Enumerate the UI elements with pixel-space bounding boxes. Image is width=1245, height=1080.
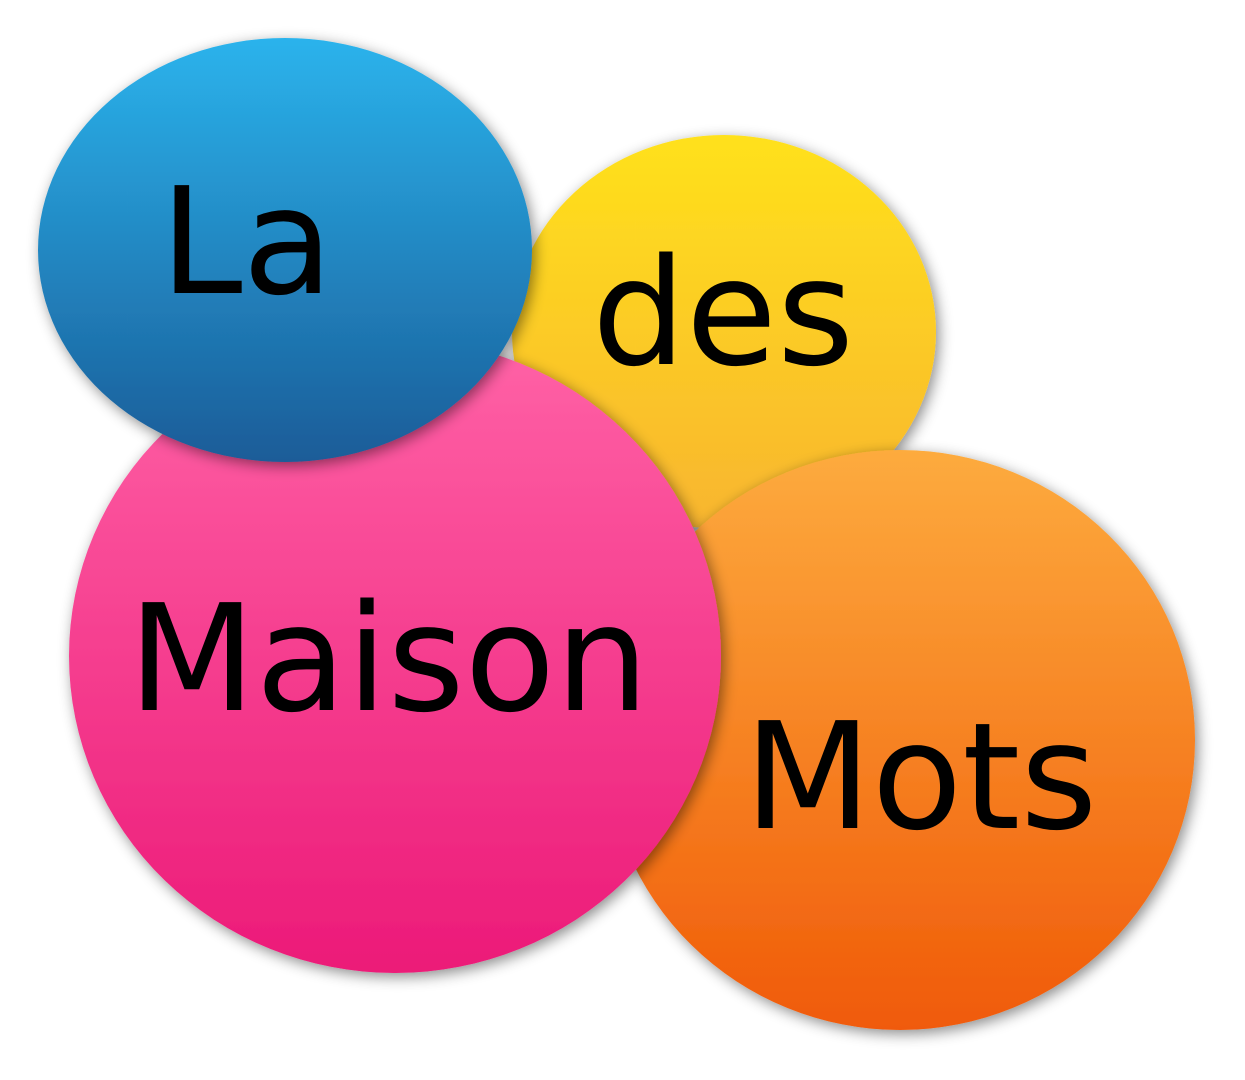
word-mots: Mots (744, 691, 1097, 863)
orange-bubble: Mots (605, 450, 1195, 1030)
pink-bubble: Maison (69, 339, 721, 973)
word-maison: Maison (128, 573, 649, 745)
word-la: La (160, 156, 333, 328)
blue-bubble: La (38, 38, 532, 462)
word-des: des (592, 227, 854, 399)
